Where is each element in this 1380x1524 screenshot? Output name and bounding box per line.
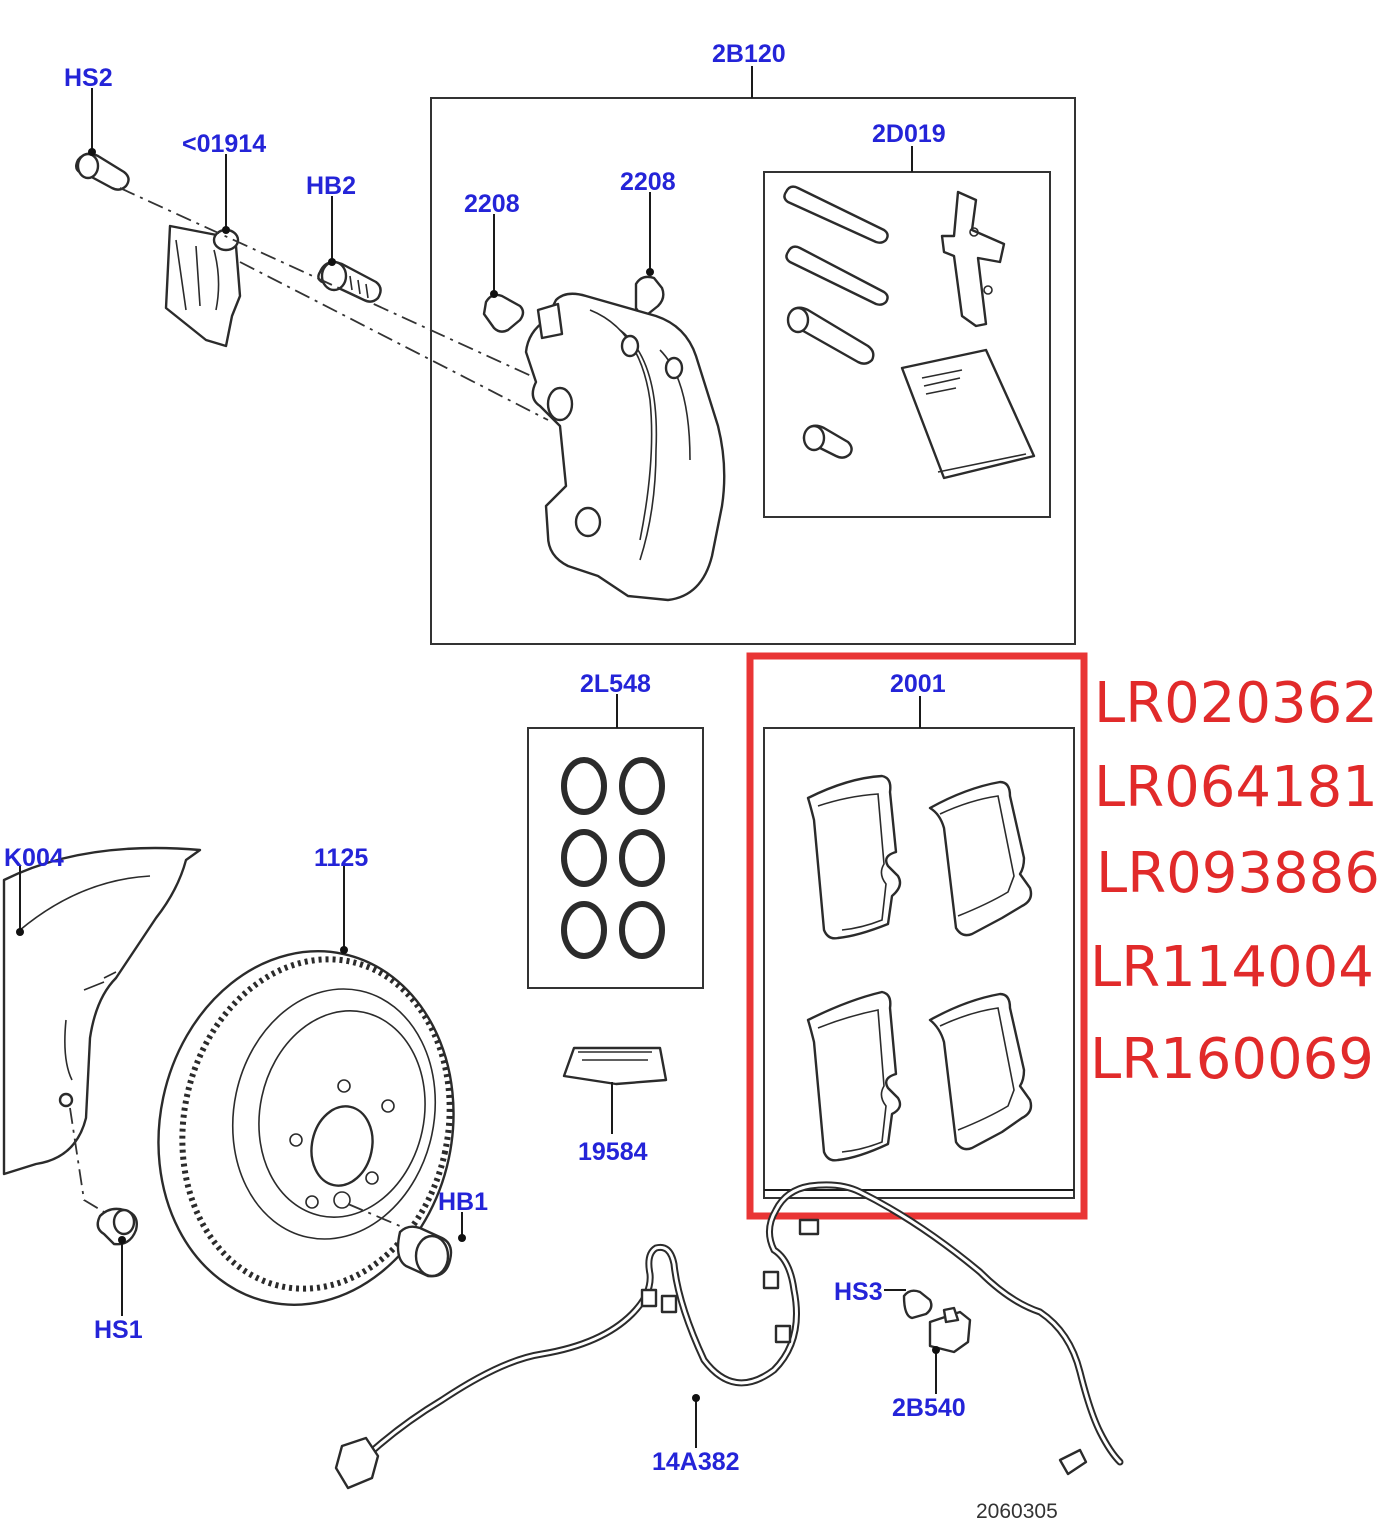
part-number-2: LR064181	[1094, 755, 1378, 820]
reference-number: 2060305	[976, 1500, 1058, 1523]
abutment-bracket	[164, 224, 242, 348]
pad-set-highlight	[746, 652, 1088, 1220]
label-19584: 19584	[578, 1138, 648, 1166]
label-k004: K004	[4, 844, 64, 872]
label-2208-left: 2208	[464, 190, 520, 218]
label-2b540: 2B540	[892, 1394, 966, 1422]
label-14a382: 14A382	[652, 1448, 740, 1476]
part-number-1: LR020362	[1094, 671, 1378, 736]
guide-pin-2	[785, 245, 889, 306]
sensor-bracket	[928, 1306, 972, 1354]
guide-bolt	[786, 306, 875, 365]
brake-pad-3	[806, 990, 902, 1162]
part-number-5: LR160069	[1090, 1027, 1374, 1092]
brake-pad-4	[928, 992, 1033, 1151]
bleed-screw-right	[634, 275, 665, 316]
label-hb2: HB2	[306, 172, 356, 200]
piston-seals	[561, 757, 665, 959]
hb1-screw	[396, 1225, 453, 1278]
wear-sensor-cable	[334, 1181, 1124, 1490]
label-hs3: HS3	[834, 1278, 883, 1306]
label-hs1: HS1	[94, 1316, 143, 1344]
splash-shield	[2, 846, 202, 1176]
label-2l548: 2L548	[580, 670, 651, 698]
seal-kit-box	[527, 727, 704, 989]
guide-pin-1	[783, 185, 889, 244]
part-number-4: LR114004	[1090, 935, 1374, 1000]
label-01914: <01914	[182, 130, 266, 158]
label-2001: 2001	[890, 670, 946, 698]
hs1-bolt	[96, 1207, 138, 1246]
label-2d019: 2D019	[872, 120, 946, 148]
brake-pad-1	[806, 774, 902, 940]
brake-caliper	[524, 292, 726, 602]
label-hs2: HS2	[64, 64, 113, 92]
anti-rattle-clip	[940, 190, 1006, 328]
hs3-screw	[902, 1289, 933, 1320]
label-hb1: HB1	[438, 1188, 488, 1216]
brake-disc	[157, 950, 455, 1306]
grease-packet	[562, 1046, 668, 1086]
label-1125: 1125	[314, 844, 368, 872]
part-number-3: LR093886	[1096, 841, 1380, 906]
small-bolt	[802, 424, 853, 459]
bleed-screw-left	[482, 293, 525, 333]
label-2b120: 2B120	[712, 40, 786, 68]
brake-pad-2	[928, 780, 1033, 937]
label-2208-right: 2208	[620, 168, 676, 196]
pin-kit-box	[763, 171, 1051, 518]
hs2-bolt	[75, 152, 130, 191]
instruction-sheet	[900, 348, 1036, 480]
hb2-bolt	[317, 260, 382, 303]
